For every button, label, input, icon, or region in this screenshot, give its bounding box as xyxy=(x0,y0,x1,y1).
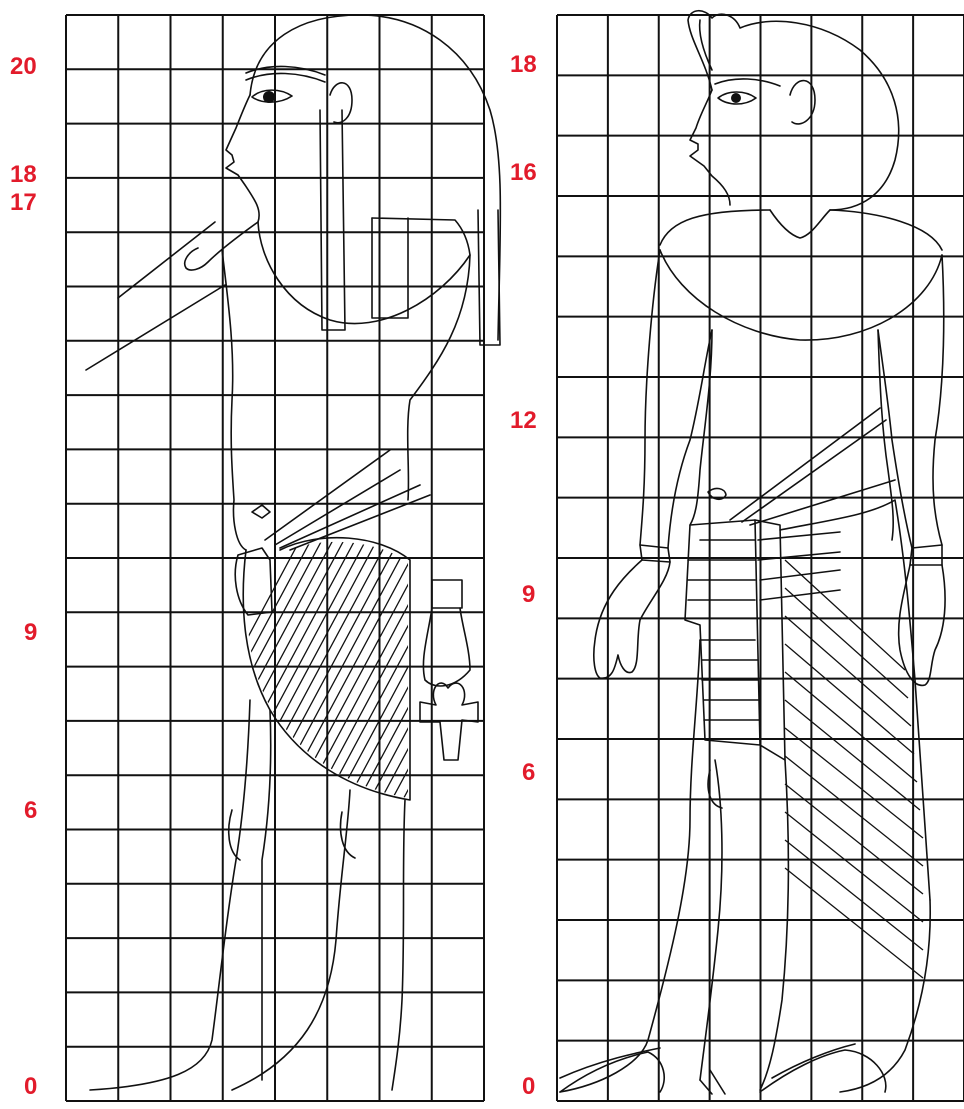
skirt-pleat-line xyxy=(785,812,923,922)
kilt-hatch-line xyxy=(260,540,410,820)
left-scale-labels: 20 18 17 9 6 0 xyxy=(10,53,37,1100)
left-kilt-hatching xyxy=(150,540,707,820)
left-scale-label-9: 9 xyxy=(24,619,37,646)
kilt-hatch-line xyxy=(337,540,487,820)
right-skirt-pleats xyxy=(785,560,923,978)
left-scale-label-17: 17 xyxy=(10,189,37,216)
kilt-hatch-line xyxy=(271,540,421,820)
right-scale-label-9: 9 xyxy=(522,581,535,608)
kilt-hatch-line xyxy=(381,540,531,820)
skirt-pleat-line xyxy=(785,868,923,978)
left-figure-drawing xyxy=(86,15,707,1090)
kilt-hatch-line xyxy=(293,540,443,820)
skirt-pleat-line xyxy=(785,616,911,726)
kilt-hatch-line xyxy=(326,540,476,820)
kilt-hatch-line xyxy=(425,540,575,820)
kilt-hatch-line xyxy=(348,540,498,820)
kilt-hatch-line xyxy=(469,540,619,820)
left-grid xyxy=(66,15,484,1101)
kilt-hatch-line xyxy=(172,540,322,820)
kilt-hatch-line xyxy=(315,540,465,820)
left-scale-label-0: 0 xyxy=(24,1073,37,1100)
right-panel: 18 16 12 9 6 0 xyxy=(510,11,964,1101)
skirt-pleat-line xyxy=(785,840,923,950)
kilt-hatch-line xyxy=(513,540,663,820)
right-scale-label-18: 18 xyxy=(510,51,537,78)
kilt-hatch-line xyxy=(150,540,300,820)
kilt-hatch-line xyxy=(205,540,355,820)
kilt-hatch-line xyxy=(359,540,509,820)
right-scale-labels: 18 16 12 9 6 0 xyxy=(510,51,537,1100)
kilt-hatch-line xyxy=(194,540,344,820)
left-scale-label-6: 6 xyxy=(24,797,37,824)
right-scale-label-12: 12 xyxy=(510,407,537,434)
right-scale-label-6: 6 xyxy=(522,759,535,786)
right-scale-label-0: 0 xyxy=(522,1073,535,1100)
kilt-hatch-line xyxy=(392,540,542,820)
kilt-hatch-line xyxy=(557,540,707,820)
right-scale-label-16: 16 xyxy=(510,159,537,186)
kilt-hatch-line xyxy=(414,540,564,820)
kilt-hatch-line xyxy=(227,540,377,820)
skirt-pleat-line xyxy=(785,560,905,670)
kilt-hatch-line xyxy=(524,540,674,820)
skirt-pleat-line xyxy=(785,784,923,894)
kilt-hatch-line xyxy=(183,540,333,820)
right-figure-drawing xyxy=(560,11,945,1094)
skirt-pleat-line xyxy=(785,756,923,866)
kilt-hatch-line xyxy=(238,540,388,820)
kilt-hatch-line xyxy=(370,540,520,820)
left-scale-label-20: 20 xyxy=(10,53,37,80)
kilt-hatch-line xyxy=(491,540,641,820)
skirt-pleat-line xyxy=(785,588,908,698)
left-scale-label-18: 18 xyxy=(10,161,37,188)
